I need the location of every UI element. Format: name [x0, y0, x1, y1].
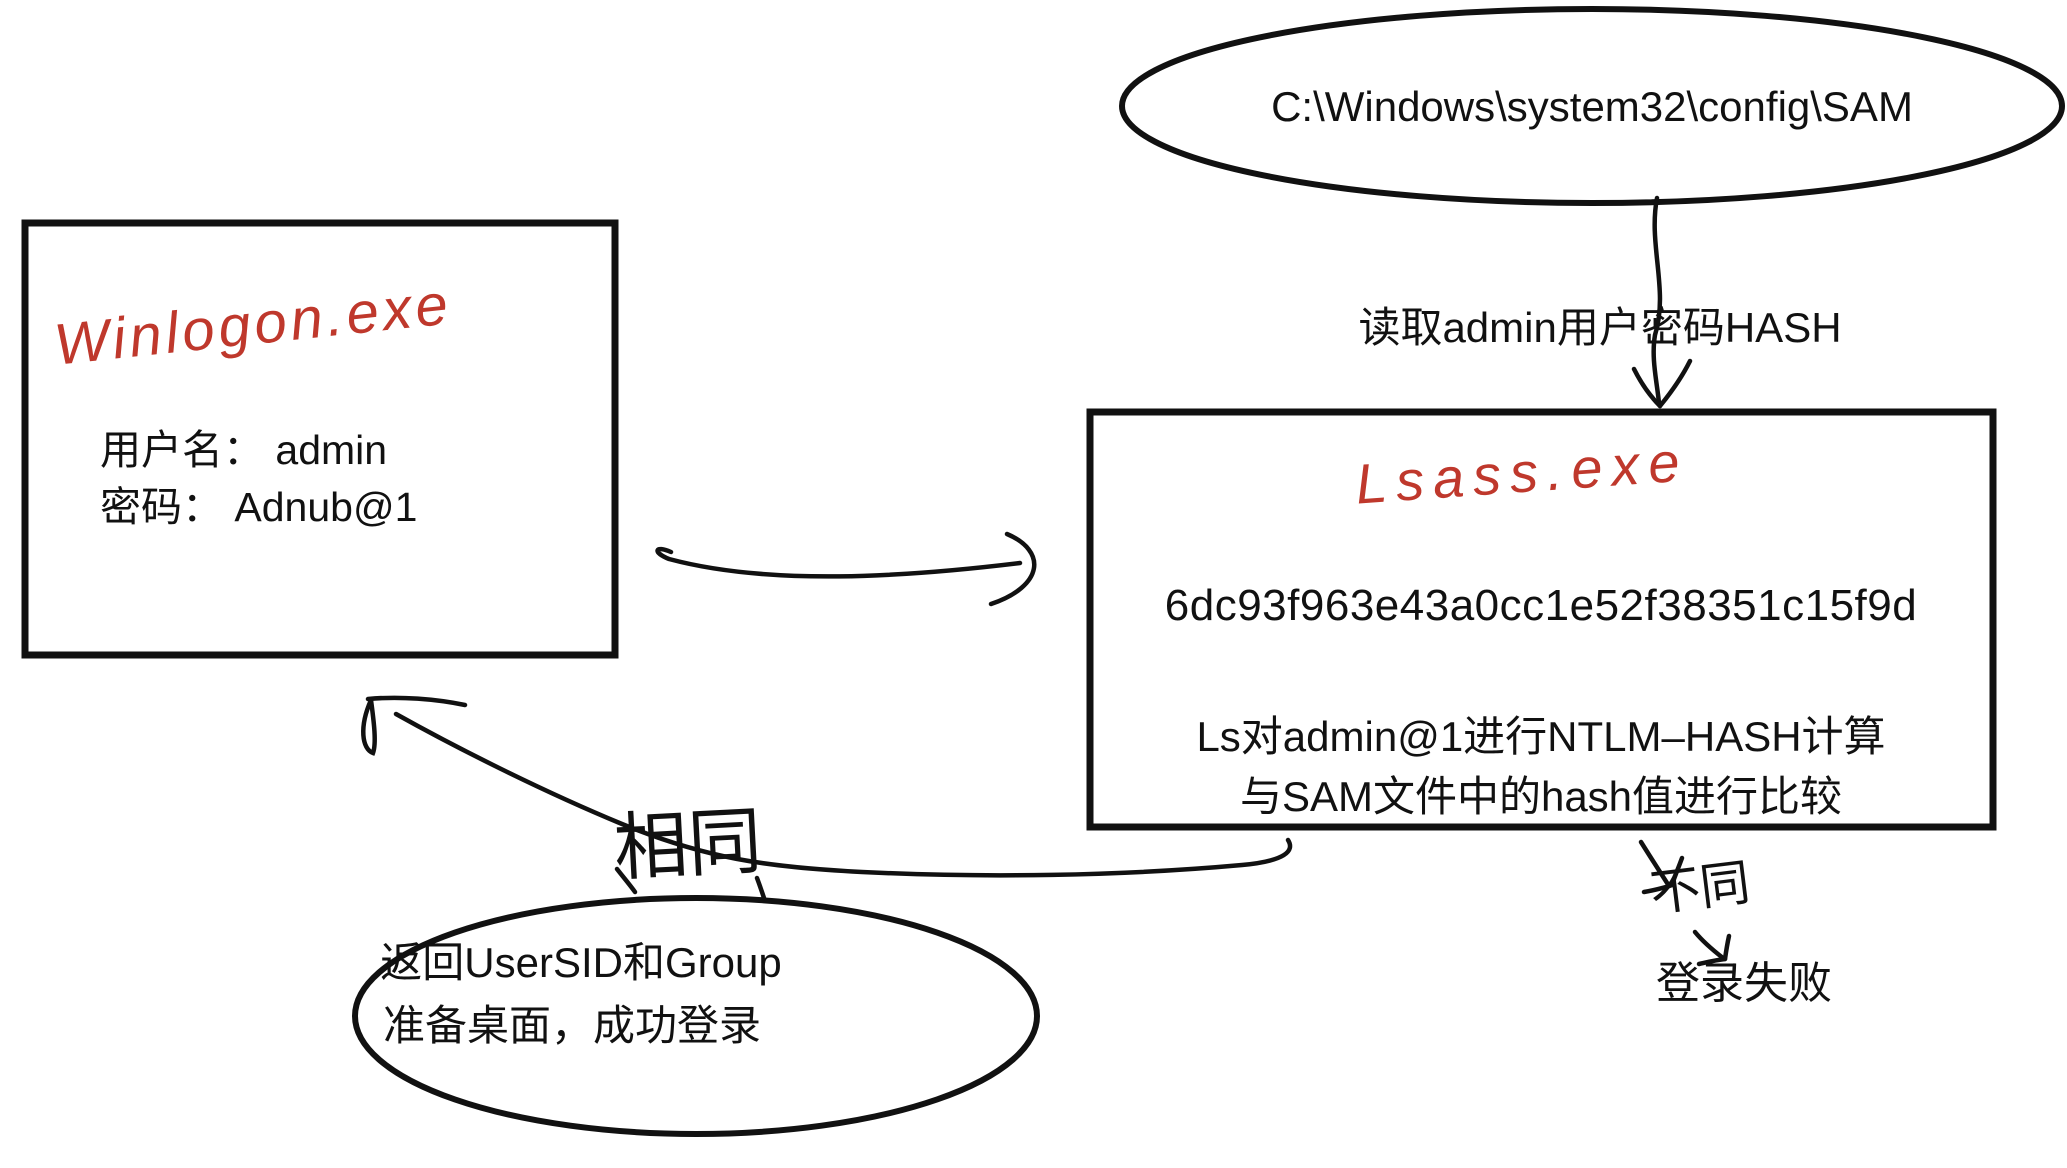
success-line2: 准备桌面，成功登录 — [382, 1002, 762, 1049]
winlogon-password-line: 密码： Adnub@1 — [100, 484, 418, 530]
winlogon-box — [21, 219, 619, 659]
read-hash-arrow-label: 读取admin用户密码HASH — [1358, 304, 1842, 351]
lsass-hash-value: 6dc93f963e43a0cc1e52f38351c15f9d — [1164, 581, 1918, 630]
arrow-diff-to-fail — [1692, 929, 1732, 967]
arrow-return-to-winlogon — [361, 695, 1293, 901]
same-branch-label: 相同 — [611, 799, 765, 890]
login-fail-label: 登录失败 — [1656, 959, 1832, 1008]
sam-file-ellipse — [1119, 6, 2065, 206]
sam-file-path-label: C:\Windows\system32\config\SAM — [1271, 83, 1913, 130]
lsass-compare-line: 与SAM文件中的hash值进行比较 — [1239, 773, 1843, 820]
winlogon-username-line: 用户名： admin — [100, 427, 388, 473]
arrow-lsass-to-diff — [1638, 839, 1685, 895]
arrow-winlogon-to-lsass — [655, 531, 1037, 607]
success-line1: 返回UserSID和Group — [380, 939, 782, 986]
diff-branch-label: 不同 — [1646, 854, 1754, 922]
lsass-box — [1086, 408, 1997, 831]
arrow-sam-to-lsass — [1631, 195, 1693, 409]
lsass-compute-line: Ls对admin@1进行NTLM–HASH计算 — [1196, 713, 1886, 760]
success-ellipse — [352, 895, 1040, 1137]
